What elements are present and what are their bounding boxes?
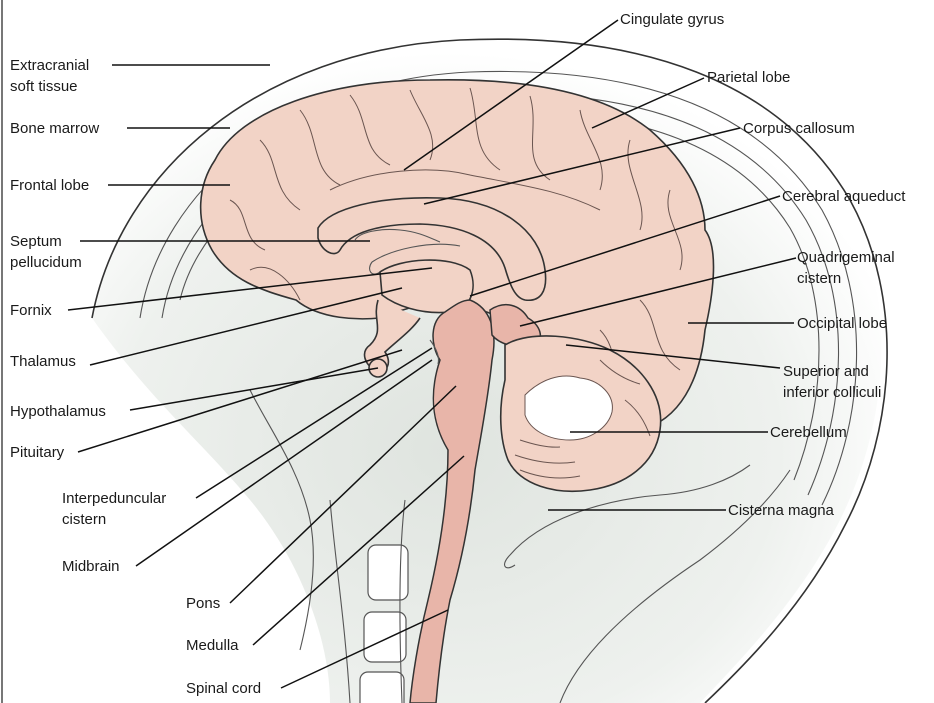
label-extracranial-line1: Extracranial [10,57,89,74]
label-cingulate-gyrus: Cingulate gyrus [620,11,724,28]
label-pons: Pons [186,595,220,612]
label-parietal-lobe: Parietal lobe [707,69,790,86]
label-frontal-lobe: Frontal lobe [10,177,89,194]
vertebra-1 [368,545,408,600]
label-cisterna-magna: Cisterna magna [728,502,835,519]
label-cerebral-aqueduct: Cerebral aqueduct [782,188,906,205]
label-midbrain: Midbrain [62,558,120,575]
label-colliculi-line1: Superior and [783,363,869,380]
label-quadrigeminal-line1: Quadrigeminal [797,249,895,266]
label-medulla: Medulla [186,637,239,654]
label-interpeduncular-line1: Interpeduncular [62,490,166,507]
label-bone-marrow: Bone marrow [10,120,99,137]
label-hypothalamus: Hypothalamus [10,403,106,420]
cerebellum-arbor-vitae [525,376,612,440]
label-septum-line2: pellucidum [10,254,82,271]
label-septum-line1: Septum [10,233,62,250]
vertebra-3 [360,672,404,703]
label-occipital-lobe: Occipital lobe [797,315,887,332]
label-thalamus: Thalamus [10,353,76,370]
label-extracranial-line2: soft tissue [10,78,78,95]
label-cerebellum: Cerebellum [770,424,847,441]
label-spinal-cord: Spinal cord [186,680,261,697]
label-interpeduncular-line2: cistern [62,511,106,528]
label-quadrigeminal-line2: cistern [797,270,841,287]
label-fornix: Fornix [10,302,52,319]
label-corpus-callosum: Corpus callosum [743,120,855,137]
label-pituitary: Pituitary [10,444,65,461]
label-colliculi-line2: inferior colliculi [783,384,881,401]
